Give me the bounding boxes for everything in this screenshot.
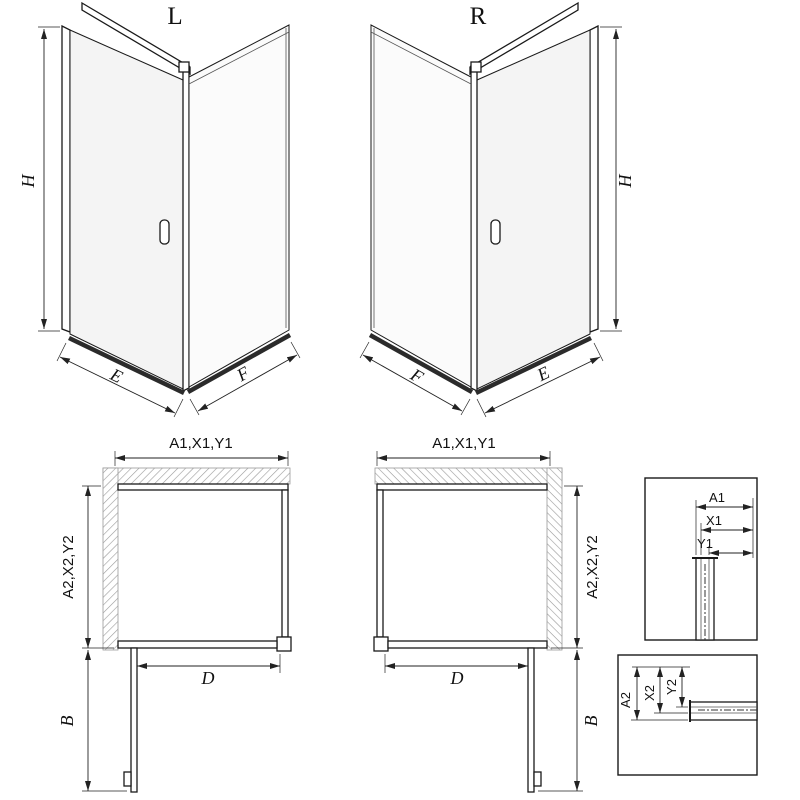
depth-adjust-label-right: A2,X2,Y2 (584, 535, 601, 598)
mid-dim-label: X2 (642, 685, 657, 701)
door-open-handle (123, 771, 132, 787)
profile-section (689, 701, 758, 721)
plan-view-left-geometry (82, 451, 292, 793)
corner-post-profile (182, 64, 190, 393)
side-width-dim-label-right: F (406, 364, 427, 388)
corner-connector (178, 61, 190, 73)
depth-adjust-label-left: A2,X2,Y2 (60, 535, 77, 598)
side-width-dim-label-left: F (232, 362, 253, 386)
wall-top-hatched (102, 467, 291, 485)
side-glass-panel (188, 24, 290, 388)
view-label-left: L (167, 3, 182, 30)
door-opening-label-right: D (450, 668, 464, 688)
door-width-dim-line (59, 356, 176, 414)
outer-dim-label: A1 (709, 490, 725, 505)
iso-enclosure-right-geometry (360, 3, 622, 417)
width-adjust-label-left: A1,X1,Y1 (169, 435, 232, 452)
ext-line (189, 398, 200, 416)
side-width-dim-line (197, 354, 298, 412)
ext-line (173, 398, 184, 418)
wall-profile-detail-depth: A2 X2 Y2 (617, 654, 758, 776)
door-opening-label-left: D (201, 668, 215, 688)
wall-profile-detail-width: A1 X1 Y1 (644, 477, 758, 641)
ext-line (290, 341, 301, 359)
door-swing-label-right: B (581, 716, 601, 727)
top-wall-profile-bar (117, 483, 289, 491)
iso-enclosure-left-geometry (38, 1, 301, 418)
plan-view-right-geometry (374, 451, 583, 792)
fixed-panel-plan (281, 489, 289, 638)
door-width-dim-label-left: E (106, 364, 126, 387)
mid-dim-label: X1 (706, 513, 722, 528)
wall-side-hatched (102, 467, 119, 651)
corner-post-plan (276, 636, 292, 652)
door-closed-plan (117, 640, 278, 649)
view-label-right: R (470, 3, 487, 30)
width-adjust-label-right: A1,X1,Y1 (432, 435, 495, 452)
inner-dim-label: Y1 (697, 536, 713, 551)
height-dim-label-left: H (18, 174, 38, 189)
top-support-bar (81, 1, 191, 76)
door-handle (159, 219, 170, 245)
inner-dim-label: Y2 (664, 679, 679, 695)
ext-line (56, 342, 67, 362)
side-panel-top-edge-line (188, 31, 290, 85)
door-swing-label-left: B (57, 716, 77, 727)
door-open-plan (130, 647, 138, 793)
outer-dim-label: A2 (618, 692, 633, 708)
door-glass-panel (69, 29, 184, 390)
wall-profile (61, 24, 71, 333)
height-dim-label-right: H (615, 174, 635, 189)
